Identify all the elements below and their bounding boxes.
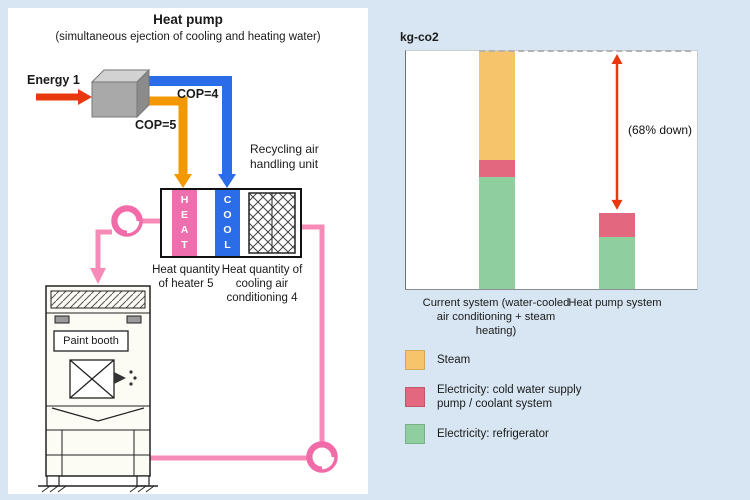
baseline-dashed-line: [479, 50, 691, 52]
category-label-current-system: Current system (water-cooled air conditi…: [422, 297, 570, 337]
bar-segment: [479, 51, 515, 161]
diagram-subtitle: (simultaneous ejection of cooling and he…: [55, 31, 321, 43]
paint-booth-label: Paint booth: [63, 335, 119, 347]
legend-item: Steam: [405, 350, 697, 370]
chart-unit-label: kg-co2: [400, 30, 439, 44]
reduction-annotation: (68% down): [628, 122, 693, 137]
bar-heat-pump-system: [599, 212, 635, 289]
chart-plot: (68% down): [405, 50, 698, 290]
energy-label: Energy 1: [27, 73, 80, 87]
cool-section-label: COOL: [223, 194, 232, 251]
reduction-arrow: [611, 54, 623, 210]
legend-item: Electricity: cold water supply pump / co…: [405, 383, 697, 411]
cop-cooling-label: COP=4: [177, 87, 219, 101]
legend-label: Electricity: refrigerator: [437, 428, 549, 440]
heat-section-label: HEAT: [180, 194, 189, 251]
cooling-quantity-label: Heat quantity of cooling air conditionin…: [221, 264, 303, 304]
cop-heating-label: COP=5: [135, 118, 177, 132]
legend-swatch: [405, 424, 425, 444]
legend-swatch: [405, 350, 425, 370]
heat-section: HEAT: [172, 190, 197, 256]
heater-quantity-label: Heat quantity of heater 5: [152, 264, 220, 290]
bar-segment: [599, 236, 635, 289]
cool-section: COOL: [215, 190, 240, 256]
ahu-label: Recycling air handling unit: [250, 142, 319, 171]
bar-segment: [479, 160, 515, 178]
bar-segment: [479, 177, 515, 289]
bar-segment: [599, 212, 635, 237]
diagram-title: Heat pump: [153, 12, 223, 27]
legend-item: Electricity: refrigerator: [405, 424, 697, 444]
legend-label: Electricity: cold water supply pump / co…: [437, 384, 582, 410]
legend-label: Steam: [437, 354, 471, 366]
heat-exchanger-coil-icon: [248, 192, 296, 254]
category-label-heat-pump-system: Heat pump system: [568, 297, 662, 309]
bar-current-system: [479, 51, 515, 289]
air-handling-unit: HEAT COOL: [160, 188, 302, 258]
legend-swatch: [405, 387, 425, 407]
